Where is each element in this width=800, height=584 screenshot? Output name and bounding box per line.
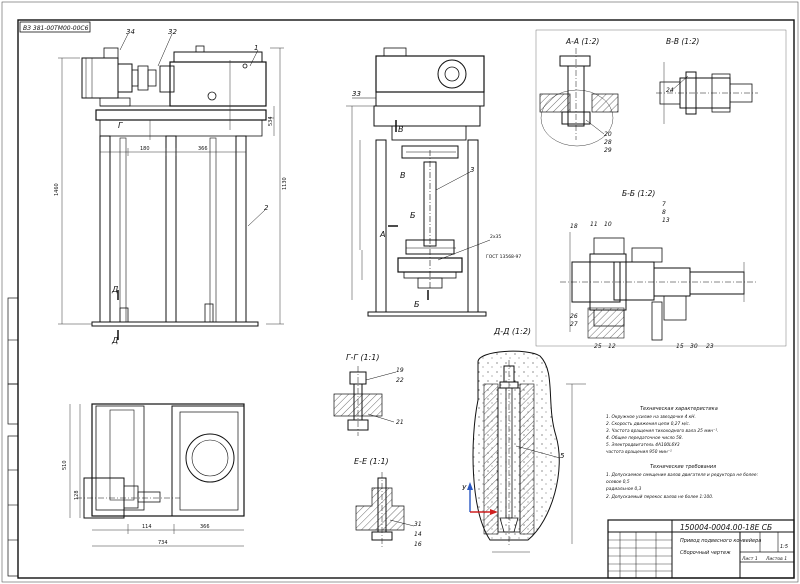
stamp-code: ВЗ 381-00ТМ00-00С6 — [23, 25, 89, 32]
section-a-a: А-А (1:2) 20 28 29 — [539, 37, 619, 154]
bb-callout-12: 12 — [608, 343, 616, 350]
title-sheets: Листов 1 — [765, 556, 787, 562]
side-view: 3 33 А Б В В Б 2х35 ГОСТ 13568-97 — [346, 47, 521, 317]
dim-366: 366 — [198, 146, 208, 152]
side-dim-gost: ГОСТ 13568-97 — [486, 254, 521, 260]
side-letter-V-2: В — [400, 171, 406, 180]
side-dim-chain: 2х35 — [490, 234, 501, 240]
title-assembly: Привод подвесного конвейера — [680, 538, 761, 544]
tech-line-6: частота вращения 950 мин⁻¹ — [606, 449, 672, 455]
req-title: Технические требования — [650, 464, 716, 470]
side-callout-33: 33 — [352, 90, 361, 98]
section-vv-title: В-В (1:2) — [666, 37, 699, 46]
bb-callout-11: 11 — [590, 221, 598, 228]
ee-callout-31: 31 — [414, 521, 422, 528]
bb-callout-10: 10 — [604, 221, 612, 228]
section-d-d: Д-Д (1:2) 5 У — [462, 327, 586, 553]
bb-callout-26: 26 — [570, 313, 578, 320]
title-subtitle: Сборочный чертеж — [680, 550, 731, 556]
section-gg-title: Г-Г (1:1) — [346, 353, 379, 362]
bb-callout-8: 8 — [662, 209, 666, 216]
title-sheet: Лист 1 — [741, 556, 758, 562]
plan-dim-734: 734 — [158, 540, 168, 546]
dim-1460: 1460 — [54, 183, 60, 196]
section-g-g: Г-Г (1:1) 19 22 21 — [333, 353, 404, 436]
gg-callout-22: 22 — [396, 377, 404, 384]
bb-callout-7: 7 — [662, 201, 666, 208]
section-dd-title: Д-Д (1:2) — [493, 327, 531, 336]
bb-callout-25: 25 — [594, 343, 602, 350]
top-right-frame-box — [535, 29, 787, 347]
section-ee-title: Е-Е (1:1) — [354, 457, 389, 466]
bb-callout-15: 15 — [676, 343, 684, 350]
req-line-1: 1. Допускаемое смещение валов двигателя … — [606, 472, 759, 478]
side-callout-3: 3 — [470, 166, 474, 174]
callout-2: 2 — [264, 204, 269, 212]
title-code: 150004-0004.00-18Е СБ — [680, 523, 772, 532]
bb-callouts: 18 11 10 7 8 13 15 25 12 30 23 26 27 — [570, 201, 714, 350]
callout-1: 1 — [254, 44, 258, 52]
front-view: Д Д Г 34 32 1 2 1460 1130 180 366 534 — [54, 28, 288, 345]
tech-line-1: 1. Окружное усилие на звездочке 4 кН. — [606, 414, 696, 420]
plan-dim-114: 114 — [142, 524, 152, 530]
plan-dim-510: 510 — [62, 460, 68, 470]
bb-callout-27: 27 — [570, 321, 578, 328]
plan-dim-128: 128 — [74, 490, 80, 500]
notes-block: Техническая характеристика 1. Окружное у… — [605, 406, 759, 500]
callout-34: 34 — [126, 28, 135, 36]
dim-534: 534 — [268, 116, 274, 126]
gg-callout-21: 21 — [396, 419, 404, 426]
req-line-4: 2. Допускаемый перекос валов не более 1:… — [606, 494, 713, 500]
letter-D-top: Д — [111, 285, 118, 294]
req-line-2: осевое 0,5 — [606, 479, 630, 485]
ee-callout-16: 16 — [414, 541, 422, 548]
section-v-v: В-В (1:2) 24 — [656, 37, 758, 124]
aa-callout-20: 20 — [604, 131, 612, 138]
section-bb-title: Б-Б (1:2) — [622, 189, 655, 198]
left-margin-strips — [7, 297, 19, 577]
tech-line-2: 2. Скорость движения цепи 0,27 м/с. — [606, 421, 690, 427]
bb-callout-13: 13 — [662, 217, 670, 224]
tech-title: Техническая характеристика — [640, 406, 718, 412]
side-letter-B: Б — [414, 300, 420, 309]
plan-dim-366: 366 — [200, 524, 210, 530]
bb-callout-23: 23 — [706, 343, 714, 350]
section-aa-title: А-А (1:2) — [565, 37, 599, 46]
axis-y-letter: У — [462, 484, 467, 492]
dd-callout-5: 5 — [560, 452, 565, 460]
side-letter-A: А — [379, 230, 385, 239]
aa-callout-29: 29 — [604, 147, 612, 154]
side-letter-B-2: Б — [410, 211, 416, 220]
callout-32: 32 — [168, 28, 177, 36]
tech-line-3: 3. Частота вращения тихоходного вала 25 … — [606, 428, 718, 434]
section-e-e: Е-Е (1:1) 31 14 16 — [354, 457, 422, 548]
req-line-3: радиальное 0,3 — [605, 486, 642, 492]
aa-callout-28: 28 — [604, 139, 612, 146]
top-left-stamp: ВЗ 381-00ТМ00-00С6 — [19, 21, 91, 33]
title-scale: 1:5 — [780, 544, 788, 550]
gg-callout-19: 19 — [396, 367, 404, 374]
ee-callout-14: 14 — [414, 531, 422, 538]
tech-line-5: 5. Электродвигатель 4А100L6У3 — [606, 442, 680, 448]
vv-callout-24: 24 — [666, 87, 674, 94]
bb-callout-18: 18 — [570, 223, 578, 230]
side-letter-V-1: В — [398, 125, 404, 134]
title-block: 150004-0004.00-18Е СБ Привод подвесного … — [607, 519, 795, 579]
section-b-b: Б-Б (1:2) 18 11 10 7 8 13 15 25 12 30 23… — [560, 189, 758, 350]
tech-line-4: 4. Общее передаточное число 58. — [606, 435, 683, 441]
bb-callout-30: 30 — [690, 343, 698, 350]
dim-1130: 1130 — [282, 177, 288, 190]
letter-G: Г — [118, 121, 123, 130]
plan-view: 510 128 114 366 734 — [62, 403, 245, 547]
letter-D-bottom: Д — [111, 336, 118, 345]
dim-180: 180 — [140, 146, 150, 152]
